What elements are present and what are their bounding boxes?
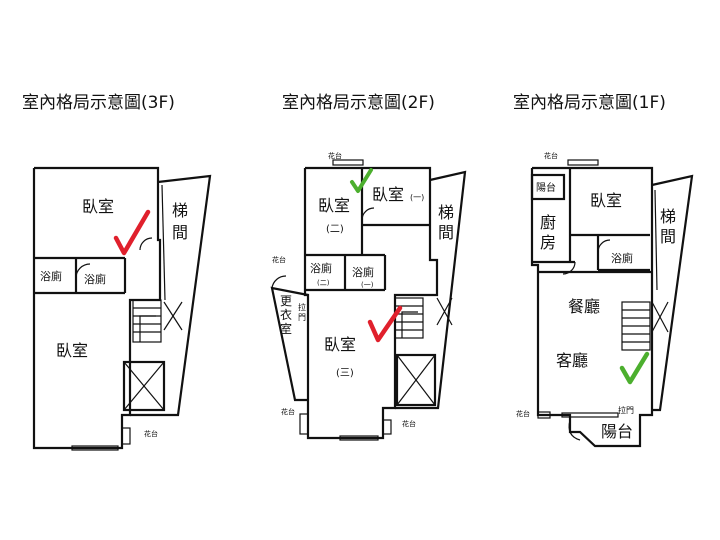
room-label: 臥室 bbox=[318, 196, 350, 215]
room-label: 拉門 bbox=[618, 405, 634, 415]
room-label: 浴廁 bbox=[310, 261, 332, 275]
room-label: 更 bbox=[280, 294, 292, 308]
room-label: 廚 bbox=[540, 213, 556, 232]
room-label: 浴廁 bbox=[84, 272, 106, 286]
room-label: 門 bbox=[298, 313, 306, 322]
plan-title-2f: 室內格局示意圖(2F) bbox=[282, 93, 435, 113]
room-label: 拉 bbox=[298, 302, 306, 312]
room-label: 梯 bbox=[172, 201, 188, 220]
room-label: 間 bbox=[438, 223, 454, 242]
room-label: 陽台 bbox=[601, 422, 633, 441]
room-label: 浴廁 bbox=[611, 251, 633, 265]
green-check-mark-icon bbox=[619, 351, 650, 385]
room-label: 梯 bbox=[438, 203, 454, 222]
room-label: (一) bbox=[410, 193, 424, 202]
floor-plan-2f: 臥室 (二) 臥室 (一) 梯 間 浴廁 (二) 浴廁 (一) 更 衣 室 拉 … bbox=[270, 151, 467, 441]
room-label: 室 bbox=[280, 321, 292, 336]
room-label: 房 bbox=[540, 233, 556, 252]
plan-title-1f: 室內格局示意圖(1F) bbox=[513, 93, 666, 113]
room-label: 梯 bbox=[660, 207, 676, 226]
room-label: 臥室 bbox=[372, 185, 404, 204]
room-label: 花台 bbox=[544, 151, 558, 160]
room-label: 花台 bbox=[281, 407, 295, 416]
room-label: 臥室 bbox=[324, 335, 356, 354]
room-label: 浴廁 bbox=[352, 265, 374, 279]
room-label: 花台 bbox=[328, 151, 342, 160]
room-label: 臥室 bbox=[82, 197, 114, 216]
room-label: 花台 bbox=[272, 255, 286, 264]
green-check-mark-icon bbox=[350, 168, 373, 193]
room-label: 陽台 bbox=[536, 181, 556, 194]
room-label: 衣 bbox=[280, 307, 292, 322]
room-label: 餐廳 bbox=[568, 297, 600, 316]
room-label: 浴廁 bbox=[40, 269, 62, 283]
room-label: 客廳 bbox=[556, 351, 588, 370]
red-check-mark-icon bbox=[367, 305, 403, 343]
room-label: 間 bbox=[660, 227, 676, 246]
room-label: 間 bbox=[172, 223, 188, 242]
room-label: (三) bbox=[336, 368, 354, 379]
room-label: 花台 bbox=[516, 409, 530, 418]
plan-title-3f: 室內格局示意圖(3F) bbox=[22, 93, 175, 113]
red-check-mark-icon bbox=[113, 209, 151, 256]
room-label: 花台 bbox=[144, 429, 158, 438]
room-label: (二) bbox=[317, 279, 330, 287]
floor-plan-3f: 臥室 浴廁 浴廁 臥室 梯 間 花台 bbox=[32, 166, 212, 451]
floor-plan-1f: 陽台 廚 房 臥室 浴廁 梯 間 餐廳 客廳 拉門 陽台 花台 花台 bbox=[516, 151, 694, 448]
room-label: (一) bbox=[361, 281, 374, 289]
room-label: 臥室 bbox=[56, 341, 88, 360]
room-label: 臥室 bbox=[590, 191, 622, 210]
room-label: 花台 bbox=[402, 419, 416, 428]
room-label: (二) bbox=[326, 224, 344, 235]
